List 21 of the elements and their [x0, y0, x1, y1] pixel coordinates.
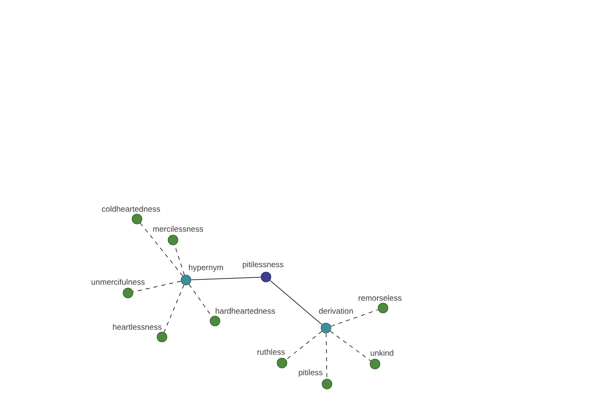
connector-line	[330, 330, 372, 362]
node-label: remorseless	[358, 294, 402, 301]
node-label: pitiless	[298, 369, 323, 377]
node-label: pitilessness	[242, 261, 284, 269]
node-label: unkind	[370, 350, 394, 356]
connector-line	[140, 222, 184, 276]
connector-line	[190, 276, 262, 280]
connector-line	[330, 309, 378, 327]
node-label: ruthless	[258, 348, 285, 355]
connector-line	[326, 332, 328, 380]
connector-line	[286, 330, 322, 360]
connector-line	[132, 280, 182, 292]
node-label: coldheartedness	[102, 206, 160, 212]
node-label: mercilessness	[153, 226, 204, 232]
node-label: heartlessness	[113, 324, 162, 330]
connector-line	[270, 280, 322, 325]
node-label: derivation	[319, 308, 353, 314]
node-label: hypernym	[189, 264, 224, 272]
node-label: unmercifulness	[92, 278, 145, 285]
connector-line	[164, 284, 184, 332]
node-label: hardheartedness	[216, 308, 275, 314]
